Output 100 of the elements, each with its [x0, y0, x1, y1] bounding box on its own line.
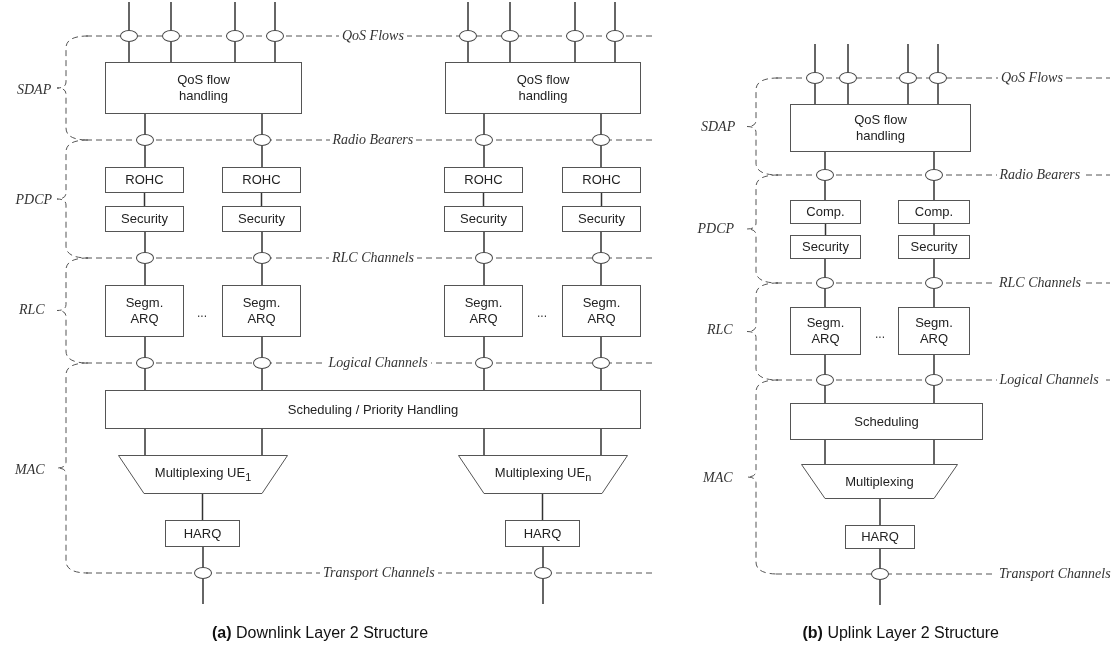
access-point-ellipse: [534, 567, 552, 579]
access-point-ellipse: [925, 277, 943, 289]
connector-line: [144, 231, 146, 253]
connector-line: [467, 1, 469, 31]
connector-line: [144, 263, 146, 286]
access-point-ellipse: [871, 568, 889, 580]
connector-line: [541, 493, 544, 521]
connector-line: [824, 258, 826, 278]
connector-line: [933, 354, 935, 375]
access-point-ellipse: [459, 30, 477, 42]
process-box: Segm. ARQ: [562, 285, 641, 337]
connector-line: [907, 83, 909, 105]
process-box: Security: [444, 206, 523, 232]
connector-line: [170, 41, 172, 63]
process-box: Segm. ARQ: [222, 285, 301, 337]
connector-line: [933, 223, 935, 236]
connector-line: [483, 145, 485, 168]
connector-line: [814, 83, 816, 105]
connector-line: [202, 578, 204, 605]
connector-line: [201, 493, 204, 521]
channel-label: Logical Channels: [996, 372, 1102, 388]
connector-line: [879, 548, 881, 569]
process-box: Security: [562, 206, 641, 232]
process-box: Security: [898, 235, 970, 259]
channel-label: Transport Channels: [996, 566, 1113, 582]
connector-line: [937, 83, 939, 105]
access-point-ellipse: [266, 30, 284, 42]
process-box: QoS flow handling: [105, 62, 302, 114]
process-box: ROHC: [562, 167, 641, 193]
connector-line: [483, 368, 485, 391]
connector-line: [847, 43, 849, 73]
connector-line: [144, 336, 146, 358]
connector-line: [824, 385, 826, 404]
access-point-ellipse: [501, 30, 519, 42]
access-point-ellipse: [194, 567, 212, 579]
access-point-ellipse: [816, 169, 834, 181]
connector-line: [202, 546, 204, 568]
connector-line: [509, 1, 511, 31]
channel-label: QoS Flows: [998, 70, 1066, 86]
multiplexer-trapezoid: Multiplexing UE$_{1}$: [118, 455, 288, 494]
connector-line: [483, 428, 485, 456]
connector-line: [614, 1, 616, 31]
access-point-ellipse: [606, 30, 624, 42]
process-box: Security: [105, 206, 184, 232]
connector-line: [933, 258, 935, 278]
process-box: ROHC: [444, 167, 523, 193]
connector-line: [128, 1, 130, 31]
connector-line: [261, 428, 263, 456]
connector-line: [144, 368, 146, 391]
access-point-ellipse: [253, 134, 271, 146]
connector-line: [483, 263, 485, 286]
access-point-ellipse: [253, 252, 271, 264]
connector-line: [234, 1, 236, 31]
process-box: HARQ: [505, 520, 580, 547]
connector-line: [261, 368, 263, 391]
connector-line: [937, 43, 939, 73]
process-box: Segm. ARQ: [898, 307, 970, 355]
connector-line: [128, 41, 130, 63]
process-box: Segm. ARQ: [790, 307, 861, 355]
connector-line: [261, 231, 263, 253]
connector-line: [574, 1, 576, 31]
process-box: Segm. ARQ: [444, 285, 523, 337]
ellipsis-label: ...: [197, 307, 207, 319]
connector-line: [814, 43, 816, 73]
process-box: ROHC: [222, 167, 301, 193]
process-box: QoS flow handling: [790, 104, 971, 152]
ellipsis-label: ...: [875, 328, 885, 340]
access-point-ellipse: [592, 252, 610, 264]
connector-line: [824, 354, 826, 375]
connector-line: [933, 385, 935, 404]
process-box: HARQ: [845, 525, 915, 549]
access-point-ellipse: [226, 30, 244, 42]
connector-line: [261, 113, 263, 135]
process-box: Scheduling: [790, 403, 983, 440]
connector-line: [274, 41, 276, 63]
channel-label: QoS Flows: [339, 28, 407, 44]
connector-line: [933, 288, 935, 308]
connector-line: [933, 439, 935, 465]
connector-line: [261, 145, 263, 168]
access-point-ellipse: [253, 357, 271, 369]
access-point-ellipse: [162, 30, 180, 42]
access-point-ellipse: [592, 357, 610, 369]
ellipsis-label: ...: [537, 307, 547, 319]
connector-line: [467, 41, 469, 63]
access-point-ellipse: [806, 72, 824, 84]
access-point-ellipse: [925, 169, 943, 181]
connector-line: [600, 428, 602, 456]
connector-line: [574, 41, 576, 63]
access-point-ellipse: [566, 30, 584, 42]
access-point-ellipse: [592, 134, 610, 146]
connector-line: [600, 368, 602, 391]
connector-line: [144, 145, 146, 168]
connector-line: [483, 231, 485, 253]
access-point-ellipse: [899, 72, 917, 84]
connector-line: [879, 498, 881, 526]
connector-line: [542, 546, 544, 568]
process-box: Security: [222, 206, 301, 232]
multiplexer-trapezoid: Multiplexing: [801, 464, 958, 499]
process-box: Security: [790, 235, 861, 259]
connector-line: [600, 231, 602, 253]
